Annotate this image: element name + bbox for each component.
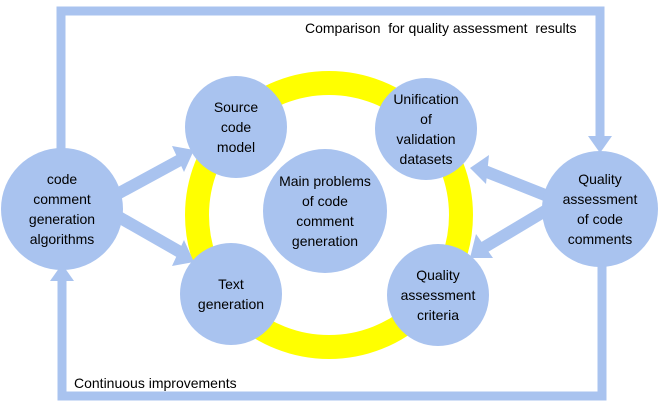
bottom-loop-label: Continuous improvements (74, 375, 237, 391)
arrow-to-quality-criteria-head (470, 234, 493, 258)
node-text-generation-circle (180, 243, 282, 345)
node-unification-label: Unification of validation datasets (393, 91, 459, 167)
arrow-to-source-model (107, 154, 183, 204)
node-source-model-label: Source code model (213, 99, 259, 155)
node-source-model-circle (185, 76, 287, 178)
top-loop-label: Comparison for quality assessment result… (305, 20, 577, 36)
node-algorithms-circle (1, 148, 123, 270)
bottom-loop-arrowhead (50, 264, 74, 281)
node-text-generation-label: Text generation (197, 276, 265, 312)
node-main-problems-circle (263, 149, 387, 273)
arrow-to-source-model-head (172, 146, 194, 172)
arrow-to-text-generation-head (172, 240, 194, 266)
node-unification-circle (375, 78, 477, 180)
arrow-to-quality-criteria (479, 202, 554, 254)
node-quality-assessment-circle (542, 151, 658, 267)
top-loop-arrowhead (588, 136, 612, 153)
arrow-to-unification-head (470, 155, 489, 184)
node-quality-criteria-label: Quality assessment criteria (400, 267, 476, 323)
top-loop-line (56, 6, 605, 155)
arrow-to-unification (479, 164, 553, 203)
node-quality-criteria-circle (387, 244, 489, 346)
node-quality-assessment-label: Quality assessment of code comments (562, 171, 638, 247)
problem-ring (185, 71, 473, 359)
node-algorithms-label: code comment generation algorithms (28, 171, 96, 247)
bottom-loop-line (57, 265, 607, 401)
node-main-problems-label: Main problems of code comment generation (279, 173, 371, 249)
